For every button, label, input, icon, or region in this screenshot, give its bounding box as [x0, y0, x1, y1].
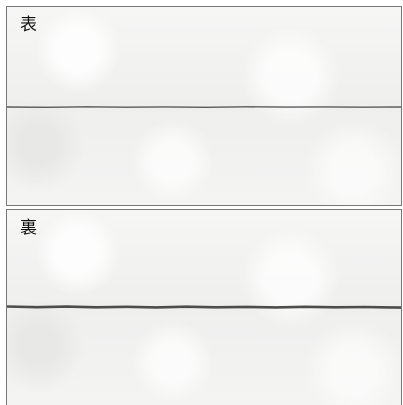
front-side-label: 表 — [20, 15, 37, 35]
fabric-texture — [7, 7, 401, 205]
front-side-panel: 表 — [6, 6, 402, 206]
back-stitch-line — [7, 305, 401, 309]
back-side-label: 裏 — [20, 218, 37, 238]
front-stitch-line — [7, 106, 401, 109]
back-side-panel: 裏 — [6, 209, 402, 405]
